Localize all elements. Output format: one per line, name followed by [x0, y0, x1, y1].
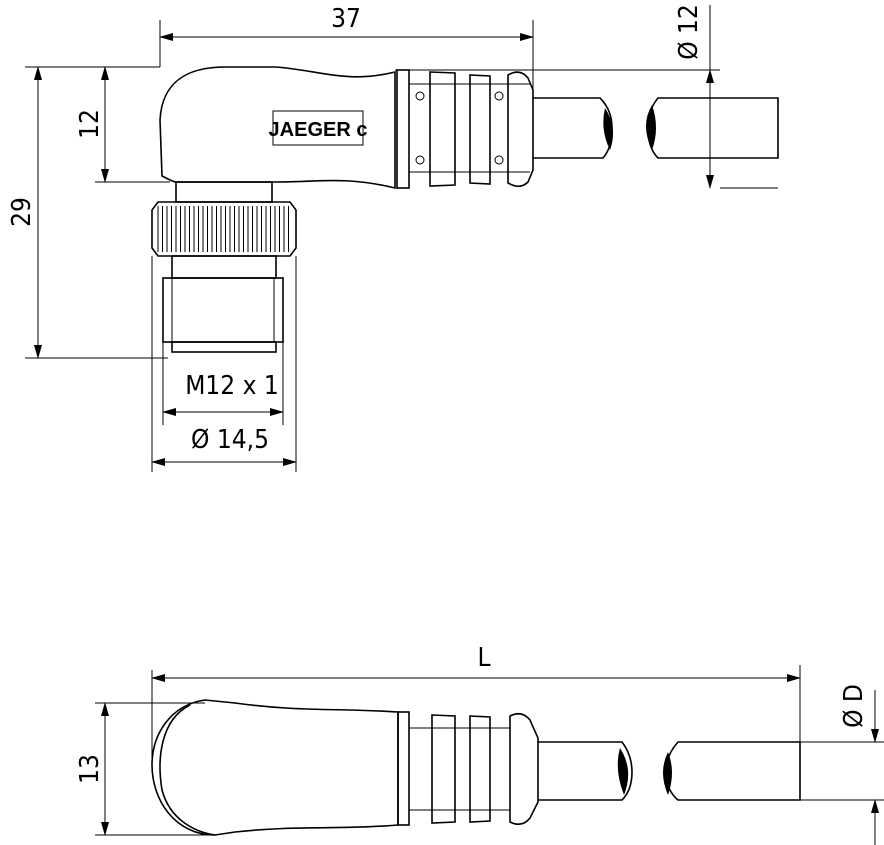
dimensions-top: 37 Ø 12 12 29 M12 x 1 Ø 14,5	[7, 4, 778, 472]
dim-37: 37	[331, 4, 361, 34]
svg-text:JAEGER c: JAEGER c	[269, 119, 368, 141]
cable	[533, 97, 779, 159]
grip-rings	[396, 69, 534, 189]
nut-diameter: Ø 14,5	[191, 425, 269, 455]
coupling-nut	[151, 181, 297, 353]
side-view: L 13 Ø D	[75, 643, 884, 845]
dim-l: L	[477, 643, 490, 673]
connector-head	[151, 699, 399, 836]
connector-body	[159, 66, 396, 190]
jaeger-logo: JAEGER c	[269, 110, 368, 146]
dim-13: 13	[75, 754, 105, 784]
grip-rings	[397, 711, 539, 826]
dimensions-side: L 13 Ø D	[75, 643, 884, 845]
thread-label: M12 x 1	[185, 371, 279, 401]
cable	[538, 741, 801, 801]
dim-29: 29	[7, 197, 37, 227]
dim-cable-diameter-d: Ø D	[839, 684, 869, 728]
top-view: JAEGER c 37	[7, 4, 779, 472]
dim-12: 12	[75, 109, 105, 139]
dim-cable-diameter: Ø 12	[674, 4, 704, 60]
